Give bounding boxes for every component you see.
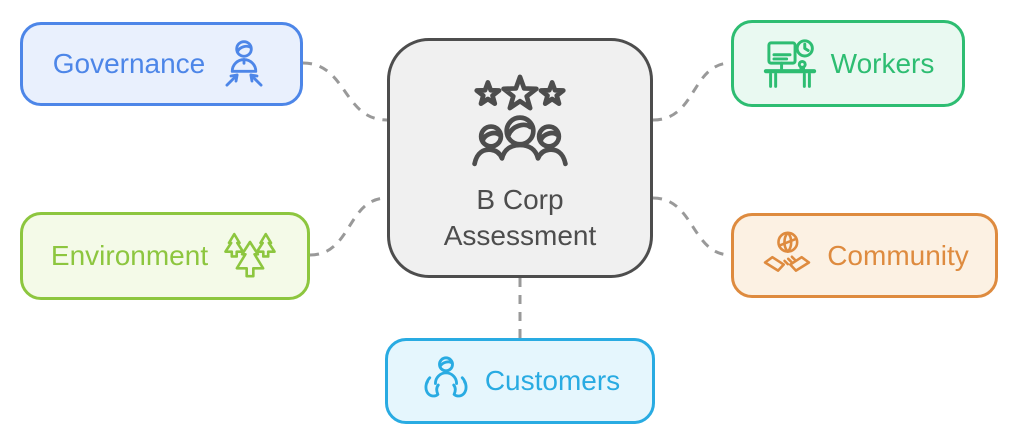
connector-governance bbox=[302, 61, 388, 122]
node-governance[interactable]: Governance bbox=[20, 22, 303, 106]
center-label-line2: Assessment bbox=[443, 219, 597, 251]
node-governance-label: Governance bbox=[52, 48, 206, 79]
node-environment[interactable]: Environment bbox=[20, 212, 310, 300]
caring-hands-person-icon bbox=[420, 355, 472, 407]
center-label-line1: B Corp bbox=[476, 184, 564, 215]
person-accountability-icon bbox=[218, 38, 270, 90]
node-environment-label: Environment bbox=[50, 240, 209, 271]
handshake-globe-icon bbox=[760, 230, 814, 282]
connector-workers bbox=[652, 61, 732, 122]
node-workers[interactable]: Workers bbox=[731, 20, 965, 107]
team-rating-stars-icon bbox=[469, 73, 571, 172]
pine-trees-icon bbox=[221, 228, 279, 284]
node-customers[interactable]: Customers bbox=[385, 338, 655, 424]
node-bcorp-assessment[interactable]: B Corp Assessment bbox=[387, 38, 653, 278]
node-customers-label: Customers bbox=[484, 365, 621, 396]
node-community[interactable]: Community bbox=[731, 213, 998, 298]
node-community-label: Community bbox=[827, 239, 969, 271]
connector-environment bbox=[309, 196, 388, 257]
center-node-label: B Corp Assessment bbox=[444, 182, 597, 254]
connector-community bbox=[652, 196, 732, 257]
node-workers-label: Workers bbox=[830, 47, 935, 79]
desk-computer-clock-icon bbox=[762, 37, 818, 91]
